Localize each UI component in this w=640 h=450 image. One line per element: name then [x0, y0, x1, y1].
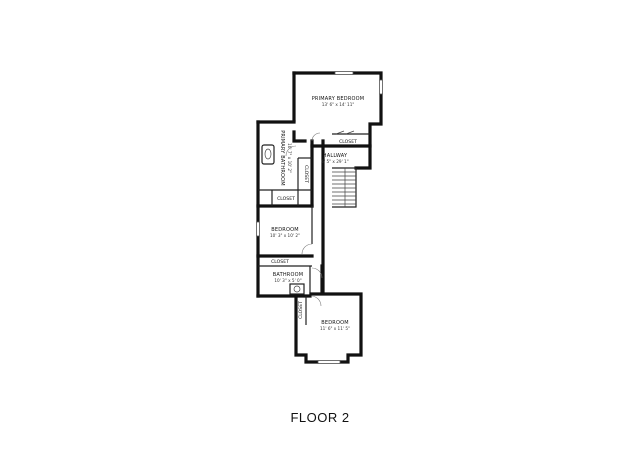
floor-label: FLOOR 2: [290, 410, 350, 425]
primary-bedroom-walls: [292, 71, 383, 148]
primary-bathroom-name: PRIMARY BATHROOM: [279, 130, 285, 186]
bedroom-1-closet-label: CLOSET: [271, 259, 289, 265]
primary-bath-vertical-closet-label: CLOSET: [303, 165, 309, 183]
hallway-dims: 6' 5" x 29' 1": [321, 159, 348, 164]
bedroom-2-walls: [294, 292, 363, 364]
bedroom-1-name: BEDROOM: [271, 227, 299, 233]
hallway-name: HALLWAY: [323, 153, 348, 159]
primary-bedroom-closet-label: CLOSET: [339, 139, 357, 145]
sink-icon: [289, 283, 305, 295]
bathroom-walls: [256, 264, 324, 298]
bedroom-2-closet-label: CLOSET: [298, 301, 304, 319]
primary-bedroom-name: PRIMARY BEDROOM: [312, 96, 365, 102]
bedroom-2-name: BEDROOM: [321, 320, 349, 326]
primary-bedroom-closet: [311, 130, 370, 142]
door-swing: [301, 243, 313, 255]
window: [379, 79, 383, 95]
window: [317, 360, 341, 364]
bathroom-dims: 10' 3" x 5' 0": [274, 278, 301, 283]
door-swing: [285, 145, 297, 157]
window: [256, 221, 260, 237]
primary-bath-bottom-closet-label: CLOSET: [277, 196, 295, 202]
door-swing: [311, 267, 323, 279]
bathroom-name: BATHROOM: [273, 272, 304, 278]
door-swing: [310, 295, 322, 307]
primary-bedroom-dims: 13' 6" x 14' 11": [322, 102, 355, 107]
bathtub-icon: [261, 144, 275, 165]
primary-bathroom-dims: 10' 7" x 10' 2": [287, 143, 292, 173]
bedroom-1-walls: [256, 204, 314, 298]
bedroom-1-dims: 10' 3" x 10' 2": [270, 233, 300, 238]
bedroom-2-dims: 11' 6" x 11' 5": [320, 326, 350, 331]
stairs: [332, 168, 356, 207]
window: [334, 71, 354, 75]
